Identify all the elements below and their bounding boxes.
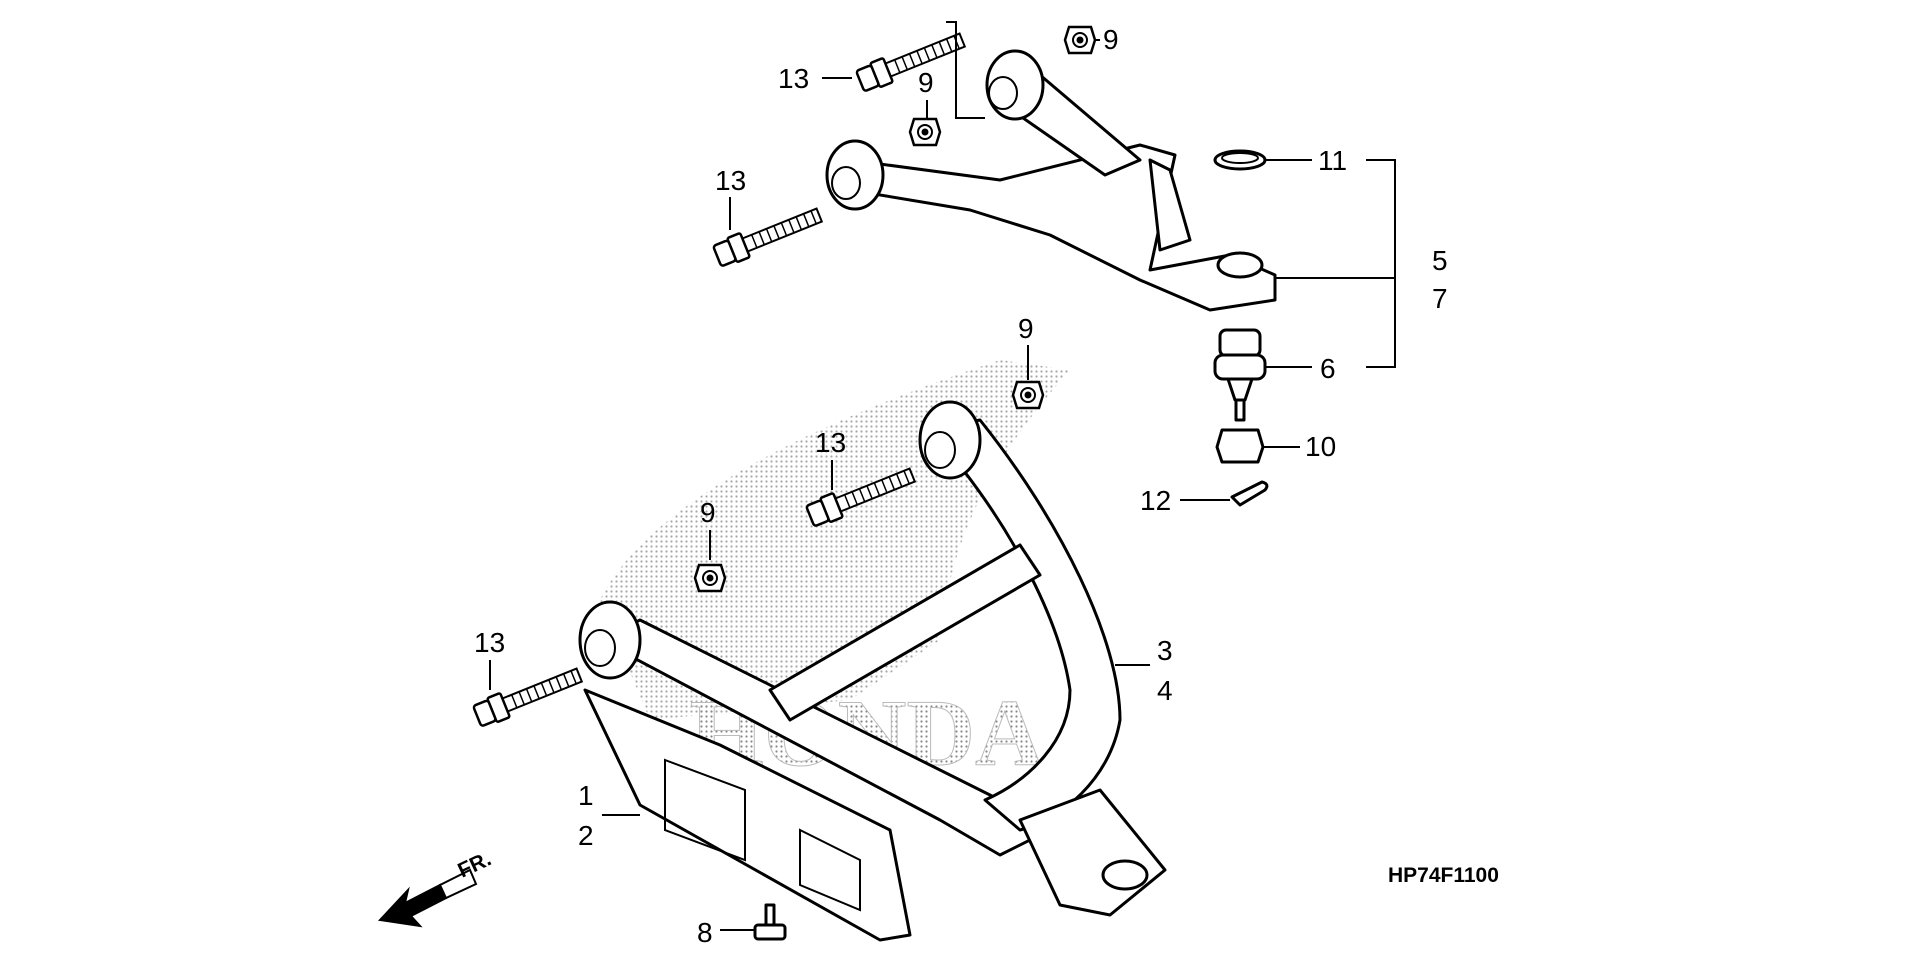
- callout-4: 4: [1157, 675, 1173, 706]
- lower-arm: [578, 400, 1167, 917]
- circlip: [1213, 149, 1267, 171]
- bolt: [753, 903, 787, 941]
- callout-10: 10: [1305, 431, 1336, 462]
- cotter-pin: [1230, 480, 1269, 507]
- castle-nut: [1215, 428, 1265, 464]
- callout-7: 7: [1432, 283, 1448, 314]
- callout-1: 1: [578, 780, 594, 811]
- callout-9: 9: [918, 67, 934, 98]
- callout-13: 13: [474, 627, 505, 658]
- flange-bolt: [854, 26, 969, 95]
- callout-11: 11: [1318, 145, 1347, 176]
- callout-13: 13: [715, 165, 746, 196]
- upper-arm: [825, 49, 1277, 312]
- nut: [1063, 25, 1097, 55]
- nut: [693, 563, 727, 593]
- callout-9: 9: [700, 497, 716, 528]
- callout-9: 9: [1103, 24, 1119, 55]
- callout-13: 13: [778, 63, 809, 94]
- ball-joint: [1213, 328, 1267, 422]
- callout-8: 8: [697, 917, 713, 948]
- callout-12: 12: [1140, 485, 1171, 516]
- skid-plate: [583, 688, 912, 942]
- callout-2: 2: [578, 820, 594, 851]
- nut: [1011, 380, 1045, 410]
- callout-9: 9: [1018, 313, 1034, 344]
- callout-6: 6: [1320, 353, 1336, 384]
- callout-13: 13: [815, 427, 846, 458]
- diagram-code: HP74F1100: [1388, 864, 1499, 887]
- callout-3: 3: [1157, 635, 1173, 666]
- nut: [908, 117, 942, 147]
- front-arrow-icon: [377, 868, 478, 928]
- leader-lines: [489, 21, 1396, 931]
- callout-5: 5: [1432, 245, 1448, 276]
